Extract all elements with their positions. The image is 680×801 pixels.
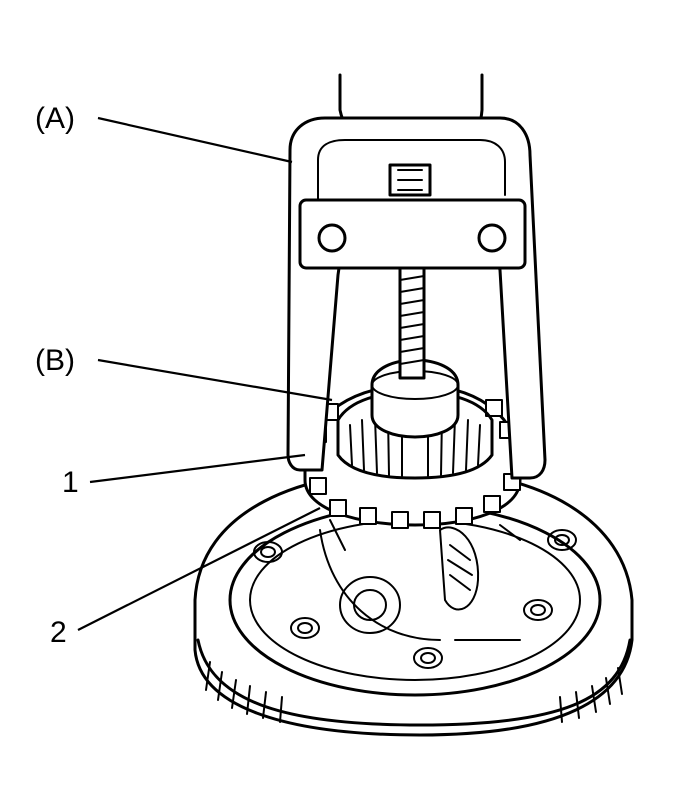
leader-b [97,358,333,402]
label-a: (A) [35,102,75,135]
label-2: 2 [50,616,67,649]
label-1: 1 [62,466,79,499]
leader-1 [89,453,306,484]
label-b: (B) [35,344,75,377]
leader-2 [77,507,321,631]
differential-case [193,468,634,737]
leader-a [97,116,293,164]
puller-tool [286,73,547,480]
callout-leaders [77,116,333,631]
